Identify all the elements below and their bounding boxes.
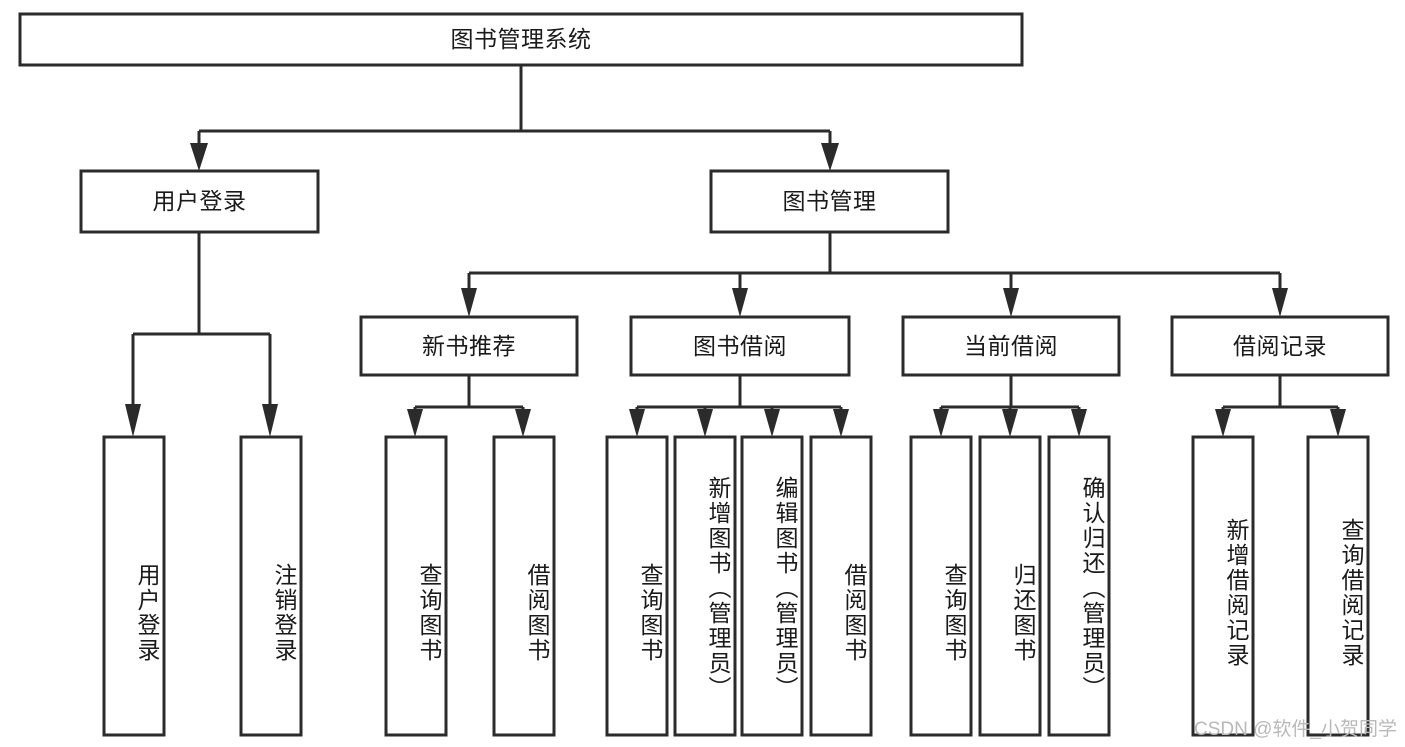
- arrow-head-leaf-book-borrow-4: [833, 409, 849, 437]
- arrow-head-current-borrow: [1003, 288, 1019, 317]
- arrow-head-leaf-borrow-records-2: [1330, 409, 1346, 437]
- node-box-borrow-records[interactable]: [1170, 315, 1390, 377]
- node-box-book-borrow[interactable]: [629, 315, 851, 377]
- arrow-head-leaf-book-borrow-2: [697, 409, 713, 437]
- node-box-leaf-book-borrow-4[interactable]: [809, 435, 873, 737]
- arrow-head-borrow-records: [1272, 288, 1288, 317]
- node-box-user-login[interactable]: [79, 169, 320, 234]
- node-box-leaf-current-borrow-3[interactable]: [1047, 435, 1111, 737]
- node-box-leaf-borrow-records-1[interactable]: [1191, 435, 1255, 737]
- arrow-head-book-borrow: [732, 288, 748, 317]
- node-box-leaf-current-borrow-2[interactable]: [978, 435, 1042, 737]
- arrow-head-leaf-new-book-1: [407, 409, 423, 437]
- node-box-new-book-recommend[interactable]: [359, 315, 579, 377]
- node-box-leaf-user-login-2[interactable]: [239, 435, 303, 737]
- arrow-head-leaf-borrow-records-1: [1215, 409, 1231, 437]
- arrow-head-leaf-book-borrow-1: [629, 409, 645, 437]
- node-box-root[interactable]: [18, 12, 1024, 67]
- node-box-leaf-book-borrow-3[interactable]: [740, 435, 804, 737]
- arrow-head-leaf-current-borrow-2: [1002, 409, 1018, 437]
- node-box-current-borrow[interactable]: [901, 315, 1121, 377]
- node-box-leaf-current-borrow-1[interactable]: [909, 435, 973, 737]
- arrow-head-leaf-user-login-1: [125, 404, 141, 437]
- node-box-leaf-book-borrow-2[interactable]: [673, 435, 737, 737]
- node-box-leaf-new-book-1[interactable]: [384, 435, 448, 737]
- arrow-head-leaf-current-borrow-1: [933, 409, 949, 437]
- arrow-head-leaf-user-login-2: [262, 404, 278, 437]
- arrow-head-new-book-recommend: [461, 288, 477, 317]
- node-box-leaf-new-book-2[interactable]: [492, 435, 556, 737]
- arrow-head-leaf-book-borrow-3: [764, 409, 780, 437]
- node-box-leaf-borrow-records-2[interactable]: [1306, 435, 1370, 737]
- arrow-head-book-mgmt: [821, 143, 839, 171]
- node-box-leaf-user-login-1[interactable]: [102, 435, 166, 737]
- arrow-head-leaf-current-borrow-3: [1071, 409, 1087, 437]
- node-box-leaf-book-borrow-1[interactable]: [605, 435, 669, 737]
- node-box-book-management[interactable]: [709, 169, 950, 234]
- arrow-head-user-login: [190, 143, 208, 171]
- arrow-head-leaf-new-book-2: [515, 409, 531, 437]
